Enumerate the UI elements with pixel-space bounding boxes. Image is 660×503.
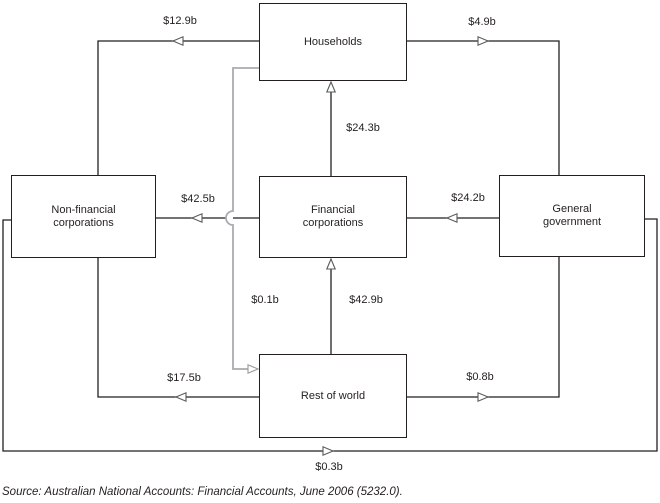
flow-label-nonfinancial-to-government: $0.3b	[315, 461, 343, 473]
flow-label-households-to-restofworld: $0.1b	[251, 294, 279, 306]
flow-label-financial-to-households: $24.3b	[346, 122, 380, 134]
flow-line-households-to-nonfinancial	[97, 40, 259, 175]
arrowhead-left-12-9b	[171, 35, 184, 47]
flow-line-restofworld-to-government	[407, 257, 560, 398]
arrowhead-right-0-1b	[247, 363, 260, 375]
arrowhead-right-0-3b	[322, 445, 335, 457]
flow-label-households-to-nonfinancial: $12.9b	[163, 15, 197, 27]
flow-line-households-to-restofworld	[225, 67, 259, 370]
node-households: Households	[259, 3, 407, 81]
flow-label-households-to-government: $4.9b	[468, 16, 496, 28]
node-non-financial-corporations: Non-financial corporations	[11, 175, 156, 258]
node-general-government: General government	[499, 175, 645, 257]
flow-line-households-to-government	[407, 40, 560, 175]
arrowhead-right-4-9b	[477, 35, 490, 47]
flow-line-restofworld-to-nonfinancial	[97, 258, 259, 398]
node-financial-corporations-label: Financial corporations	[302, 204, 364, 229]
arrowhead-left-42-5b	[190, 212, 203, 224]
arrowhead-up-42-9b	[325, 257, 337, 270]
flow-label-restofworld-to-financial: $42.9b	[349, 294, 383, 306]
node-rest-of-world-label: Rest of world	[300, 389, 366, 402]
node-households-label: Households	[303, 35, 363, 48]
arrowhead-left-24-2b	[445, 212, 458, 224]
arrowhead-left-17-5b	[174, 391, 187, 403]
node-non-financial-corporations-label: Non-financial corporations	[51, 203, 116, 229]
node-rest-of-world: Rest of world	[259, 354, 407, 438]
flow-label-government-to-financial: $24.2b	[451, 192, 485, 204]
node-financial-corporations: Financial corporations	[259, 176, 407, 258]
flow-label-financial-to-nonfinancial: $42.5b	[181, 193, 215, 205]
source-note: Source: Australian National Accounts: Fi…	[2, 486, 403, 498]
node-general-government-label: General government	[542, 203, 602, 228]
flow-label-restofworld-to-government: $0.8b	[466, 371, 494, 383]
flow-label-restofworld-to-nonfinancial: $17.5b	[167, 372, 201, 384]
arrowhead-up-24-3b	[325, 80, 337, 93]
arrowhead-right-0-8b	[477, 391, 490, 403]
